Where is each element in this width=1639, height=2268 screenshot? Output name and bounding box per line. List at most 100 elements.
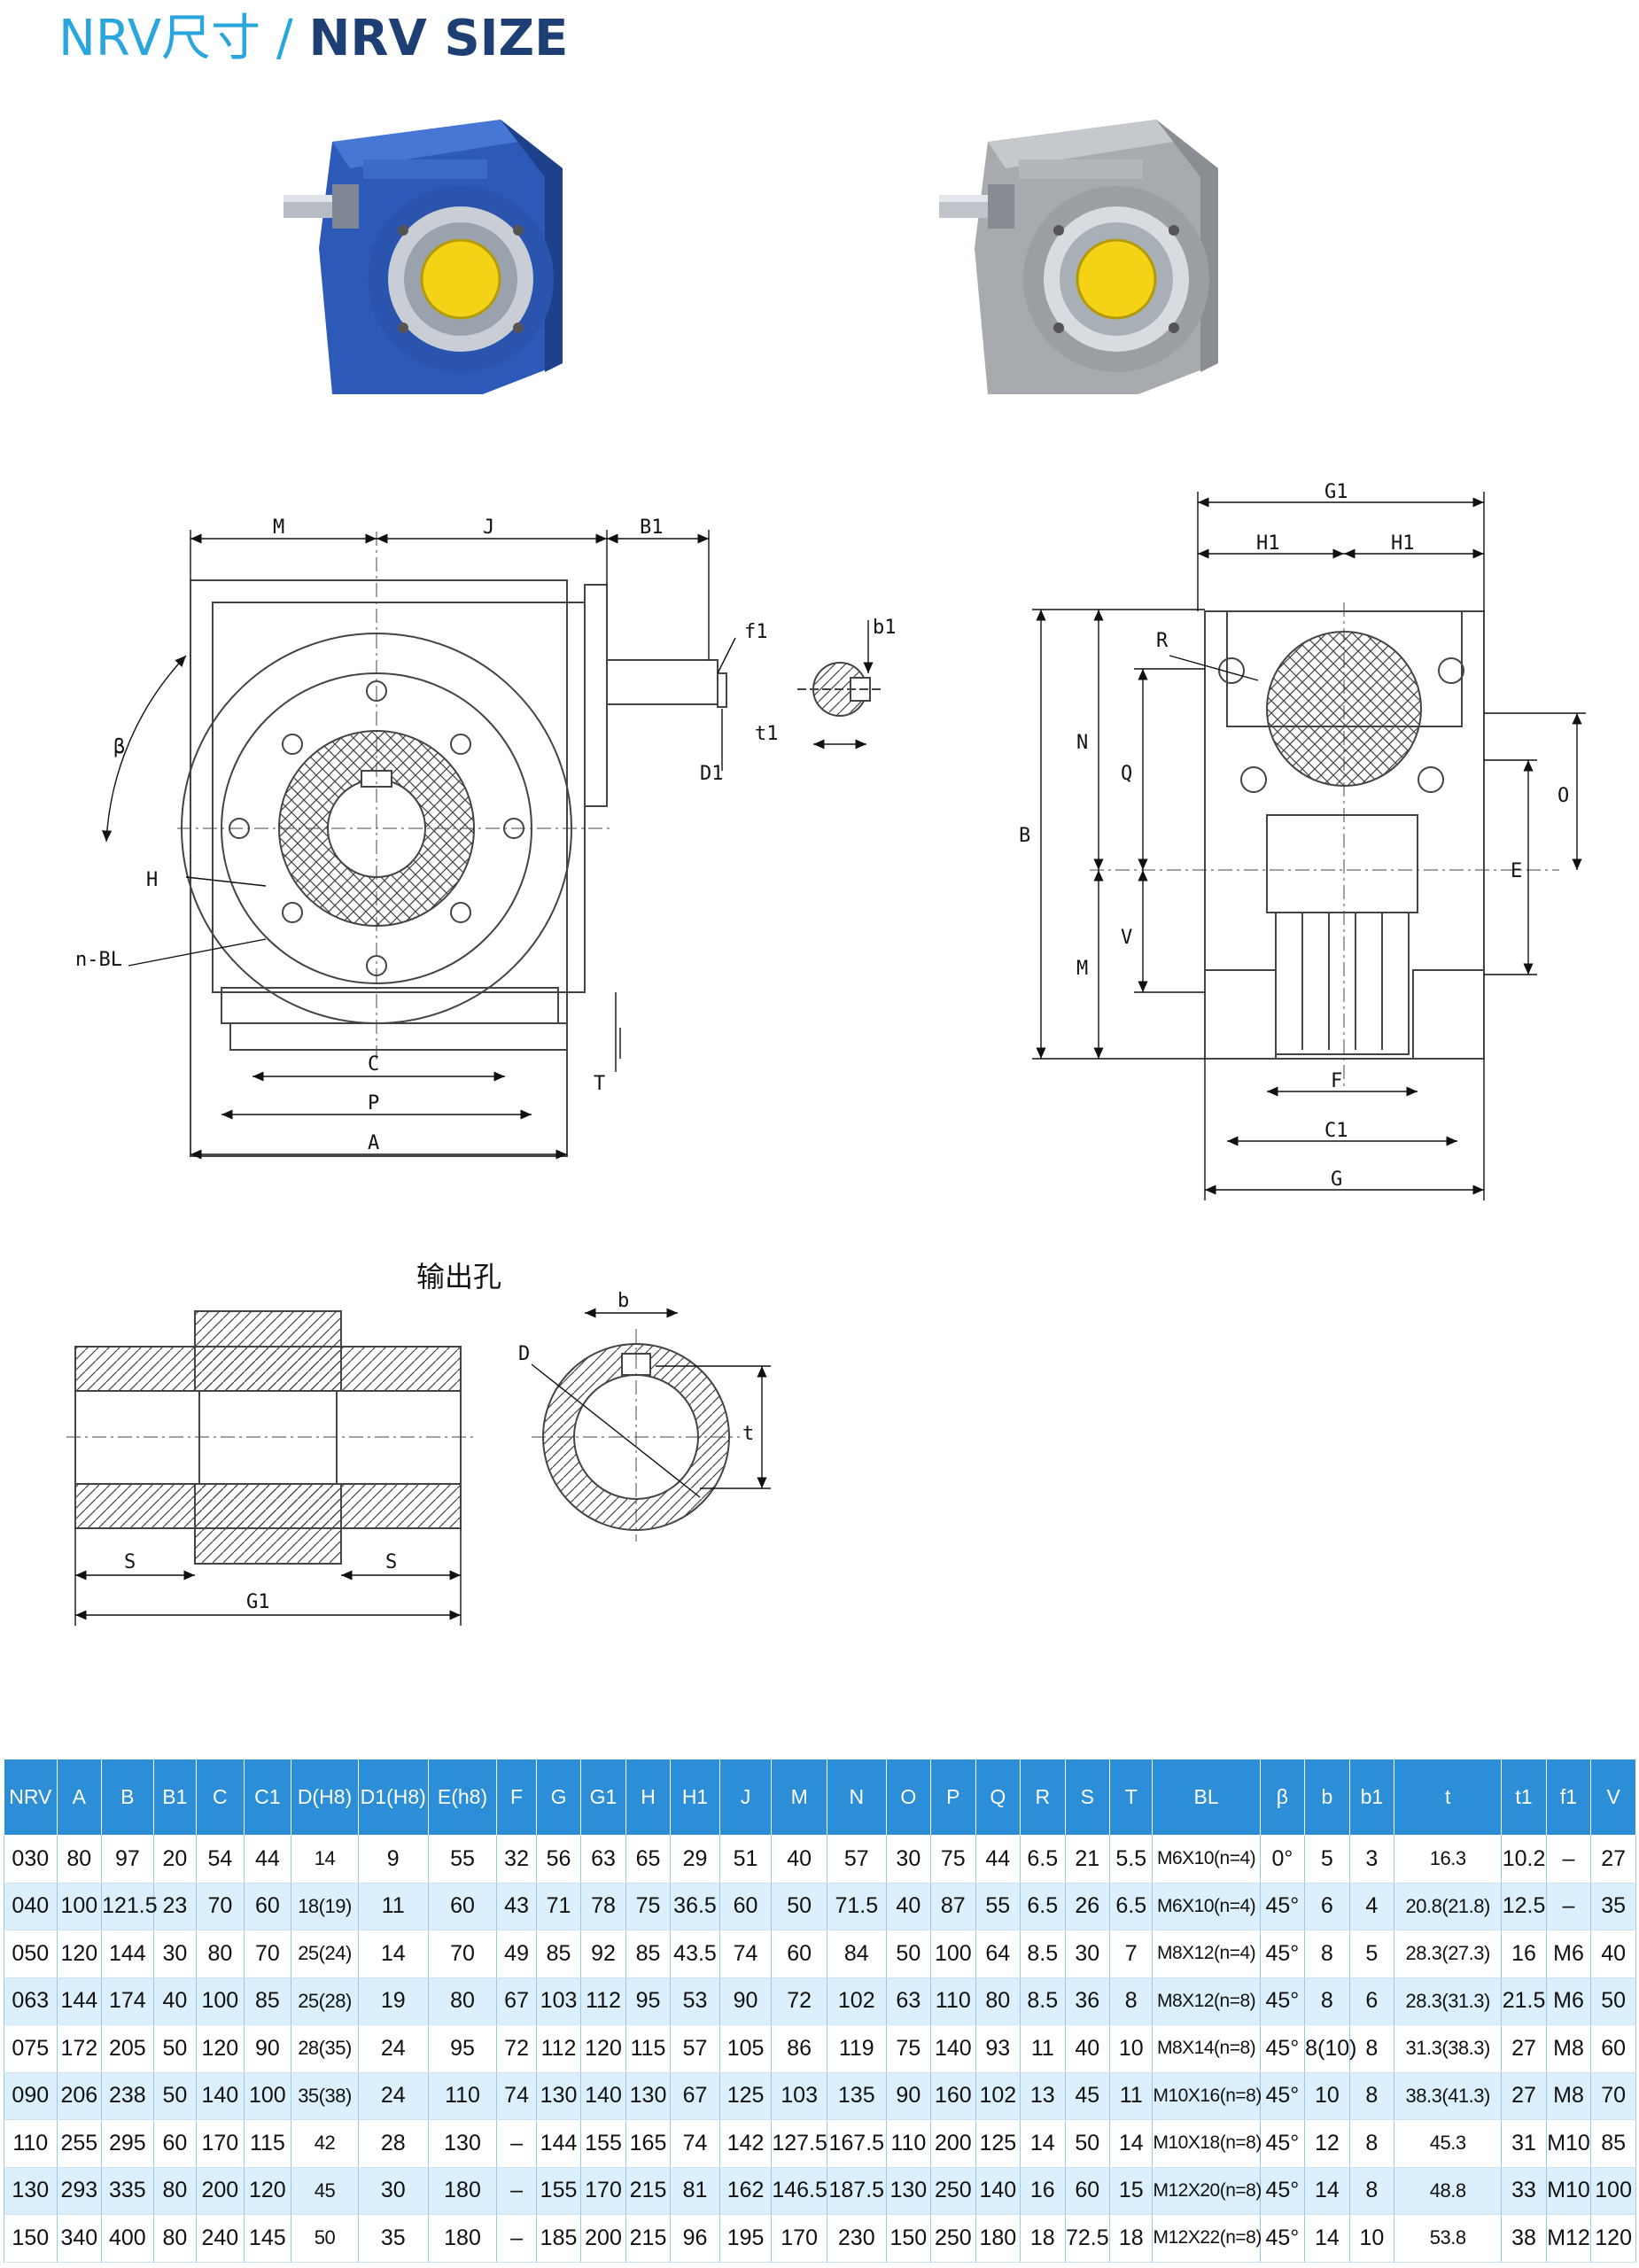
- table-cell: 14: [291, 1835, 359, 1884]
- table-cell: 72.5: [1064, 2214, 1111, 2263]
- table-cell: 25(24): [291, 1930, 359, 1978]
- table-cell: 335: [101, 2167, 154, 2215]
- table-cell: 19: [357, 1977, 429, 2025]
- table-cell: 120: [196, 2024, 245, 2073]
- table-cell: 53.8: [1394, 2214, 1503, 2263]
- page-title: NRV尺寸 / NRV SIZE: [58, 7, 568, 71]
- table-cell: 11: [1109, 2072, 1154, 2120]
- table-cell: 87: [930, 1883, 976, 1930]
- dim-label-P: P: [368, 1092, 379, 1115]
- title-cn: NRV尺寸 /: [58, 10, 309, 67]
- table-cell: 140: [975, 2167, 1021, 2215]
- table-cell: 6.5: [1020, 1883, 1066, 1930]
- front-view-drawing: [181, 579, 727, 1157]
- table-cell: 71: [535, 1883, 582, 1930]
- table-cell: 145: [243, 2214, 292, 2263]
- table-cell: 130: [427, 2119, 498, 2168]
- table-cell: 10: [1348, 2214, 1395, 2263]
- table-cell: 121.5: [101, 1883, 158, 1930]
- column-header: E(h8): [427, 1759, 498, 1836]
- dim-label-A: A: [368, 1132, 379, 1154]
- table-cell: 33: [1501, 2167, 1547, 2215]
- table-cell: 80: [427, 1977, 498, 2025]
- table-cell: 30: [885, 1835, 932, 1884]
- table-cell: 54: [196, 1835, 245, 1884]
- table-cell: 155: [535, 2167, 582, 2215]
- table-cell: 119: [826, 2024, 887, 2073]
- table-cell: 45°: [1259, 1930, 1306, 1978]
- table-cell: 150: [885, 2214, 932, 2263]
- table-cell: 28.3(27.3): [1394, 1930, 1503, 1978]
- column-header: O: [885, 1759, 932, 1836]
- dim-label-J: J: [483, 517, 494, 539]
- table-cell: 30: [357, 2167, 429, 2215]
- table-cell: 28(35): [291, 2024, 359, 2073]
- table-cell: M8X12(n=4): [1152, 1930, 1261, 1978]
- table-cell: 18: [1109, 2214, 1154, 2263]
- table-cell: M12X22(n=8): [1152, 2214, 1262, 2263]
- table-cell: 60: [719, 1883, 773, 1930]
- column-header: V: [1590, 1759, 1636, 1836]
- column-header: G1: [580, 1759, 626, 1836]
- table-cell: 20.8(21.8): [1394, 1883, 1503, 1930]
- table-cell: 295: [101, 2119, 154, 2168]
- table-cell: 27: [1501, 2024, 1547, 2073]
- table-cell: 050: [4, 1930, 58, 1978]
- table-cell: M10: [1545, 2119, 1592, 2168]
- table-cell: 55: [975, 1883, 1021, 1930]
- table-cell: –: [1545, 1835, 1592, 1884]
- table-cell: 120: [243, 2167, 292, 2215]
- table-cell: 8: [1304, 1977, 1350, 2025]
- table-cell: 130: [4, 2167, 58, 2215]
- column-header: b1: [1348, 1759, 1395, 1836]
- table-cell: 80: [152, 2167, 198, 2215]
- dim-label-Q: Q: [1121, 763, 1132, 785]
- table-cell: 67: [670, 2072, 720, 2120]
- table-cell: 29: [670, 1835, 720, 1884]
- table-cell: 120: [56, 1930, 103, 1978]
- dim-label-beta: β: [113, 736, 125, 758]
- table-cell: 92: [580, 1930, 626, 1978]
- table-cell: 250: [930, 2214, 976, 2263]
- table-cell: 170: [771, 2214, 827, 2263]
- table-cell: 97: [101, 1835, 154, 1884]
- table-cell: 45°: [1259, 2024, 1306, 2073]
- table-cell: 16.3: [1394, 1835, 1503, 1884]
- dim-label-M-side: M: [1076, 958, 1088, 980]
- table-cell: 80: [56, 1835, 103, 1884]
- table-cell: 90: [719, 1977, 773, 2025]
- table-cell: 20: [152, 1835, 198, 1884]
- dim-label-D1: D1: [700, 763, 724, 785]
- table-cell: 8: [1348, 2119, 1395, 2168]
- table-cell: M8: [1545, 2024, 1592, 2073]
- table-cell: 60: [152, 2119, 198, 2168]
- table-cell: 30: [152, 1930, 198, 1978]
- dim-label-F: F: [1331, 1070, 1342, 1092]
- dim-label-C: C: [368, 1053, 379, 1076]
- table-cell: 45°: [1259, 2072, 1306, 2120]
- table-cell: 44: [975, 1835, 1021, 1884]
- table-cell: 140: [196, 2072, 245, 2120]
- table-cell: 27: [1501, 2072, 1547, 2120]
- table-cell: 48.8: [1394, 2167, 1503, 2215]
- table-cell: 10: [1304, 2072, 1350, 2120]
- table-cell: 26: [1064, 1883, 1111, 1930]
- table-cell: 57: [670, 2024, 720, 2073]
- dim-label-S-left: S: [124, 1551, 136, 1573]
- table-cell: 45°: [1259, 1883, 1306, 1930]
- column-header: H1: [670, 1759, 720, 1836]
- table-cell: 13: [1020, 2072, 1066, 2120]
- table-cell: 185: [535, 2214, 582, 2263]
- table-cell: 8: [1109, 1977, 1154, 2025]
- table-cell: 85: [625, 1930, 672, 1978]
- table-cell: 16: [1501, 1930, 1547, 1978]
- dim-label-G: G: [1331, 1169, 1342, 1191]
- table-cell: 155: [580, 2119, 626, 2168]
- dim-label-G1-side: G1: [1324, 481, 1348, 503]
- table-cell: 74: [719, 1930, 773, 1978]
- table-cell: 6: [1348, 1977, 1395, 2025]
- table-cell: 72: [496, 2024, 537, 2073]
